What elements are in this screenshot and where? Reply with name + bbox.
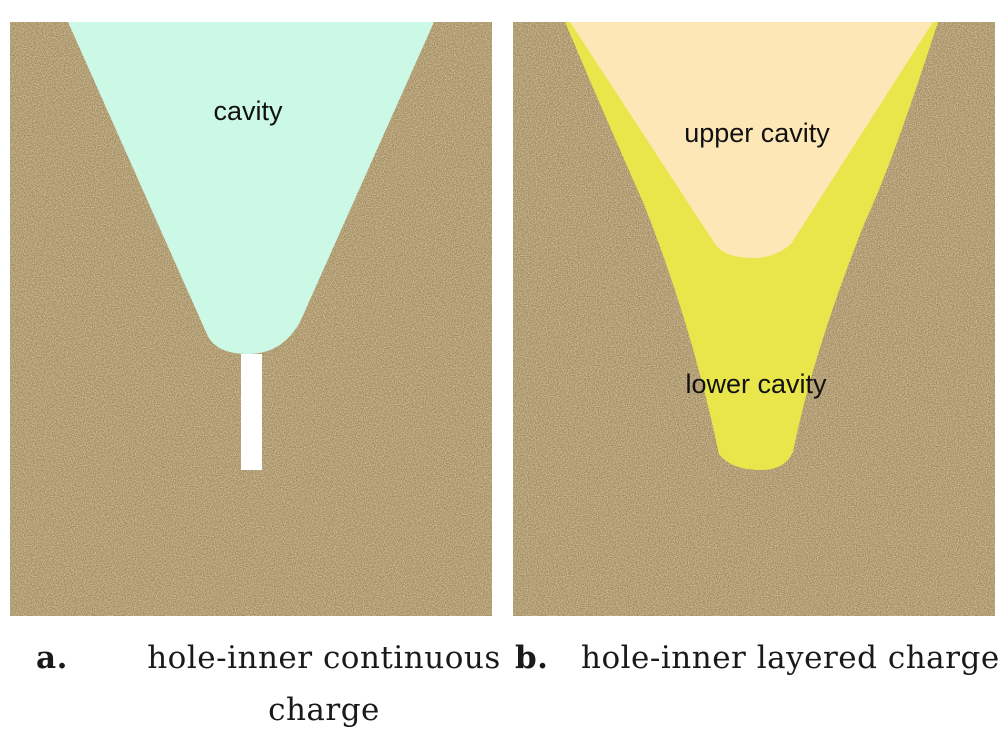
cavity-region — [68, 22, 434, 354]
caption-b-letter: b. — [515, 640, 549, 676]
panel-b-diagram: upper cavity lower cavity — [513, 22, 995, 616]
caption-b-text: hole-inner layered charge — [581, 640, 1000, 676]
panel-a: cavity — [10, 22, 492, 616]
caption-a-text: hole-inner continuous charge — [147, 640, 501, 728]
upper-cavity-region — [570, 22, 933, 258]
cavity-label: cavity — [213, 96, 283, 126]
panel-b: upper cavity lower cavity — [513, 22, 995, 616]
caption-a-letter: a. — [36, 640, 68, 676]
charge-column — [241, 354, 262, 470]
panel-a-diagram: cavity — [10, 22, 492, 616]
lower-cavity-label: lower cavity — [685, 369, 827, 399]
upper-cavity-label: upper cavity — [684, 118, 830, 148]
